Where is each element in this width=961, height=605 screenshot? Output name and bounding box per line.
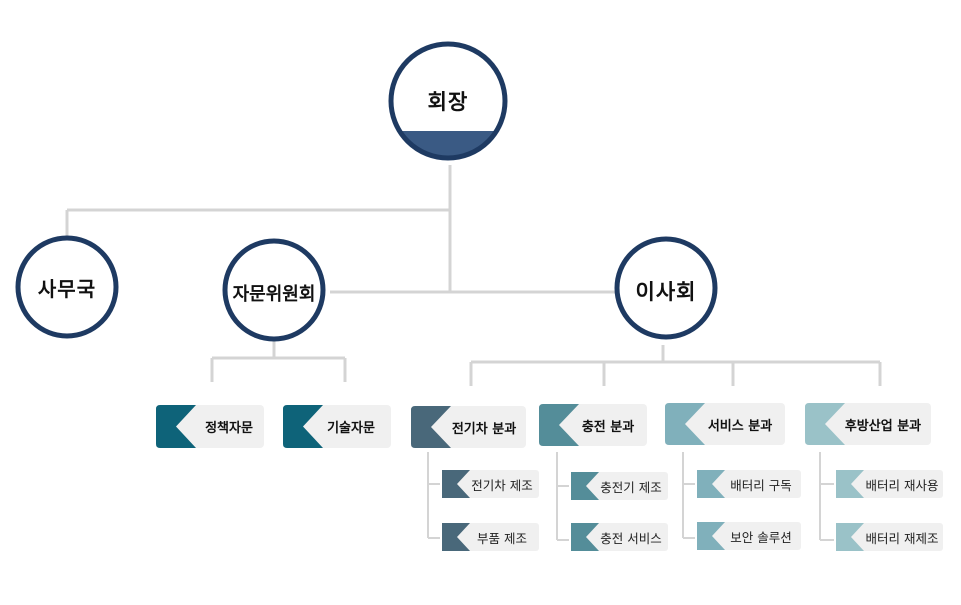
sub-label-charging-service: 충전 서비스 (600, 530, 662, 546)
sub-label-battery-remanufacturing: 배터리 재제조 (865, 530, 939, 546)
sub-box-charging-service (571, 523, 668, 551)
sub-box-ev-manufacturing (442, 470, 539, 498)
division-box-service (665, 403, 785, 445)
sub-label-charger-manufacturing: 충전기 제조 (600, 479, 662, 495)
sub-box-charger-manufacturing (571, 472, 668, 500)
division-label-ev: 전기차 분과 (451, 421, 517, 437)
advisory-box-tech (283, 405, 391, 448)
advisory-box-policy (156, 405, 264, 448)
board-node (614, 236, 718, 340)
sub-box-battery-subscription (697, 470, 801, 498)
sub-box-security-solution (697, 522, 801, 550)
division-label-service: 서비스 분과 (707, 418, 773, 434)
division-label-downstream: 후방산업 분과 (844, 418, 922, 434)
division-label-charging: 충전 분과 (581, 419, 635, 435)
sub-label-battery-subscription: 배터리 구독 (730, 477, 792, 493)
advisory-label-tech: 기술자문 (327, 421, 375, 436)
sub-label-security-solution: 보안 솔루션 (730, 529, 792, 545)
advisory-committee-node (222, 238, 326, 342)
division-box-charging (539, 404, 647, 446)
sub-label-parts-manufacturing: 부품 제조 (477, 530, 527, 546)
sub-box-battery-remanufacturing (836, 523, 943, 551)
secretariat-node (15, 235, 119, 339)
sub-label-ev-manufacturing: 전기차 제조 (471, 477, 533, 493)
advisory-label-policy: 정책자문 (205, 421, 253, 436)
sub-box-parts-manufacturing (442, 523, 539, 551)
division-box-downstream (805, 403, 931, 445)
board-label: 이사회 (635, 280, 697, 304)
sub-box-battery-reuse (836, 470, 943, 498)
advisory-committee-label: 자문위원회 (232, 284, 316, 305)
connector-lines (65, 165, 882, 386)
secretariat-label: 사무국 (37, 276, 97, 301)
sub-label-battery-reuse: 배터리 재사용 (865, 477, 939, 493)
division-box-ev (411, 406, 526, 448)
sub-connector-lines (427, 452, 834, 541)
chairman-label: 회장 (427, 90, 469, 114)
